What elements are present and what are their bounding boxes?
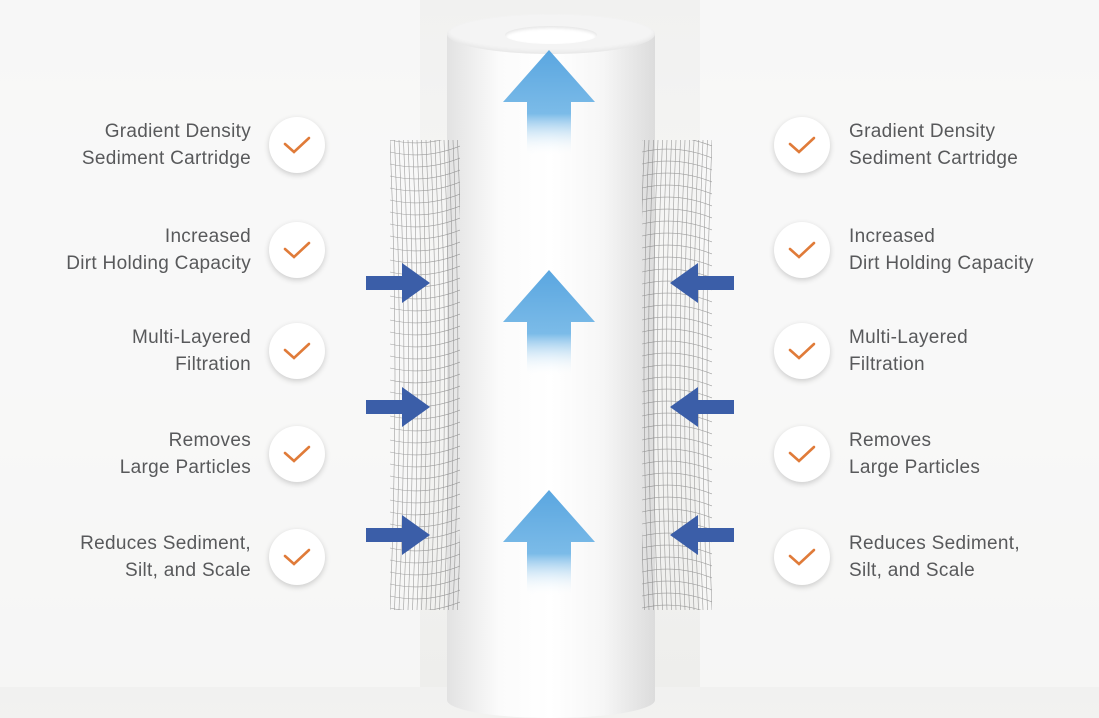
flow-in-arrow-icon	[366, 515, 430, 555]
check-icon	[269, 529, 325, 585]
feature-line-1: Multi-Layered	[849, 327, 969, 348]
flow-up-arrow-icon	[503, 490, 595, 596]
check-icon	[774, 222, 830, 278]
feature-line-1: Gradient Density	[849, 121, 996, 142]
feature-line-1: Reduces Sediment,	[849, 533, 1020, 554]
feature-line-2: Sediment Cartridge	[849, 148, 1019, 169]
feature-line-2: Large Particles	[849, 457, 981, 478]
check-icon	[269, 426, 325, 482]
feature-item: Reduces Sediment, Silt, and Scale	[21, 529, 325, 585]
feature-line-1: Multi-Layered	[131, 327, 251, 348]
flow-in-arrow-icon	[366, 263, 430, 303]
feature-line-1: Increased	[849, 226, 936, 247]
feature-item: Reduces Sediment, Silt, and Scale	[774, 529, 1089, 585]
check-icon	[774, 426, 830, 482]
feature-line-2: Silt, and Scale	[125, 560, 251, 581]
feature-line-1: Reduces Sediment,	[80, 533, 251, 554]
feature-line-2: Large Particles	[119, 457, 251, 478]
flow-in-arrow-icon	[366, 387, 430, 427]
feature-line-1: Increased	[164, 226, 251, 247]
flow-in-arrow-icon	[670, 515, 734, 555]
background-cabinet	[0, 0, 420, 687]
feature-line-1: Gradient Density	[104, 121, 251, 142]
filter-cartridge-core	[505, 26, 597, 44]
background-cabinet	[700, 0, 1099, 687]
flow-in-arrow-icon	[670, 387, 734, 427]
feature-label: Reduces Sediment, Silt, and Scale	[21, 530, 251, 584]
flow-in-arrow-icon	[670, 263, 734, 303]
check-icon	[774, 529, 830, 585]
feature-line-2: Silt, and Scale	[849, 560, 975, 581]
check-icon	[774, 117, 830, 173]
check-icon	[269, 222, 325, 278]
feature-line-1: Removes	[168, 430, 251, 451]
feature-label: Reduces Sediment, Silt, and Scale	[849, 530, 1089, 584]
feature-line-2: Filtration	[175, 354, 251, 375]
check-icon	[774, 323, 830, 379]
flow-up-arrow-icon	[503, 50, 595, 156]
feature-line-1: Removes	[849, 430, 932, 451]
feature-line-2: Filtration	[849, 354, 925, 375]
check-icon	[269, 117, 325, 173]
mesh-layers-left	[390, 140, 460, 610]
flow-up-arrow-icon	[503, 270, 595, 376]
feature-line-2: Dirt Holding Capacity	[849, 253, 1034, 274]
feature-line-2: Sediment Cartridge	[81, 148, 251, 169]
feature-line-2: Dirt Holding Capacity	[66, 253, 251, 274]
check-icon	[269, 323, 325, 379]
